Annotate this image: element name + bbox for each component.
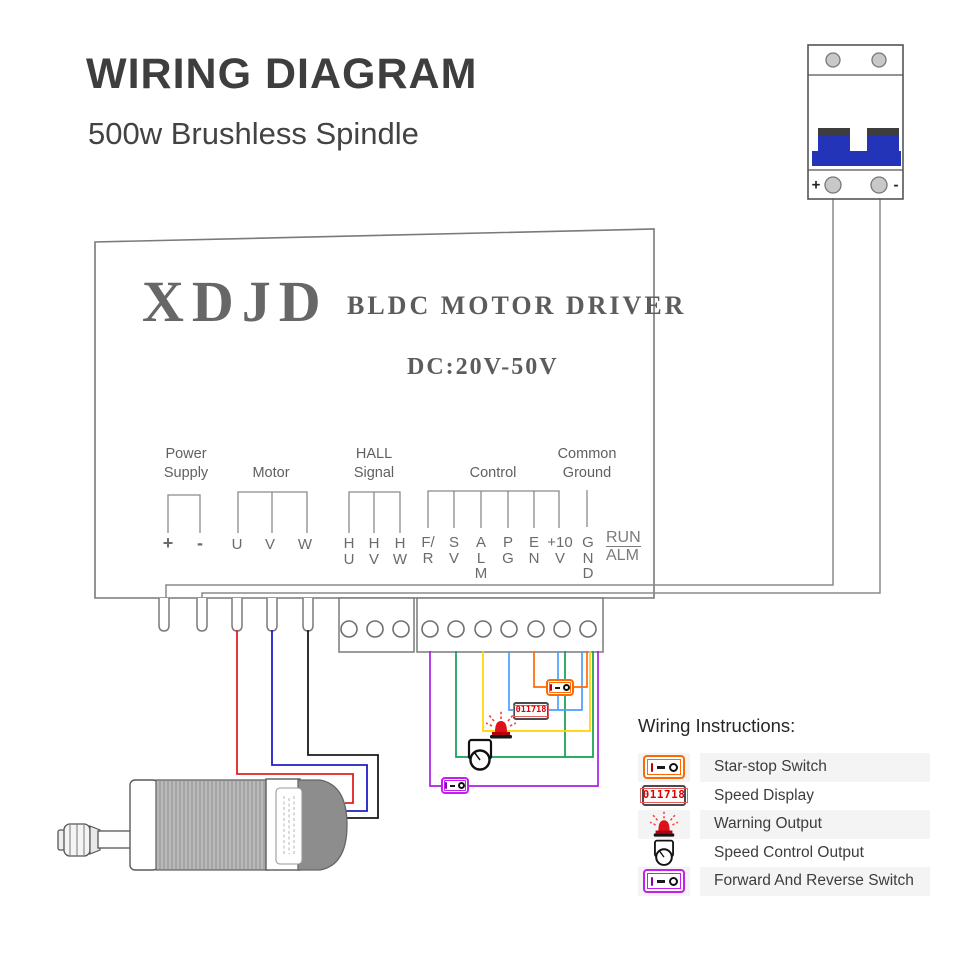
alm-label: ALM bbox=[606, 547, 639, 564]
legend-label: Speed Control Output bbox=[714, 843, 864, 861]
motor-group-label: Motor bbox=[252, 465, 290, 481]
page-title: WIRING DIAGRAM bbox=[86, 50, 478, 98]
speed-control-wire bbox=[455, 651, 594, 758]
breaker-plus-terminal bbox=[824, 176, 842, 194]
pin-label-v: V bbox=[264, 536, 276, 553]
legend-label: Speed Display bbox=[714, 786, 814, 804]
pin-label-hu: H U bbox=[343, 535, 355, 568]
legend-row-star-stop: Star-stop Switch bbox=[638, 753, 930, 782]
speed-control-knob-icon bbox=[654, 839, 674, 866]
spindle-motor bbox=[57, 778, 348, 871]
hall-group-label: HALL Signal bbox=[353, 446, 395, 481]
alarm-wire bbox=[482, 651, 591, 732]
pin-label-10v: +10 V bbox=[547, 534, 573, 567]
star-stop-switch-icon bbox=[643, 755, 685, 780]
u-phase-wire bbox=[236, 630, 354, 804]
motor-phase-wires bbox=[236, 630, 379, 819]
pin-label-gnd: G N D bbox=[582, 534, 594, 582]
breaker-screw bbox=[825, 52, 841, 68]
breaker-minus-terminal bbox=[870, 176, 888, 194]
power-supply-group-label: Power Supply bbox=[163, 446, 209, 481]
power-minus-wire bbox=[201, 199, 881, 600]
legend-row-warning: Warning Output bbox=[638, 810, 930, 839]
control-terminal-block bbox=[416, 597, 604, 653]
motor-bracket bbox=[237, 491, 308, 533]
pin-label-hv: H V bbox=[368, 535, 380, 568]
spindle-shaft bbox=[97, 830, 135, 849]
pin-group-brackets bbox=[167, 490, 588, 533]
hall-bracket bbox=[348, 491, 401, 533]
forward-reverse-switch-icon bbox=[441, 777, 469, 794]
forward-reverse-wire bbox=[429, 651, 599, 787]
speed-control-knob-icon bbox=[467, 738, 493, 771]
pin-label-minus: - bbox=[197, 533, 203, 553]
driver-box bbox=[94, 228, 655, 599]
driver-product-name: BLDC MOTOR DRIVER bbox=[347, 291, 687, 320]
ground-group-label: Common Ground bbox=[557, 446, 617, 481]
pin-label-en: E N bbox=[528, 534, 540, 567]
hall-terminal-holes bbox=[340, 620, 410, 638]
cooling-fins bbox=[159, 781, 265, 869]
pin-label-fr: F/ R bbox=[421, 534, 435, 567]
breaker-minus-sign: - bbox=[893, 176, 899, 194]
w-phase-wire bbox=[307, 630, 379, 819]
driver-brand: XDJD bbox=[142, 269, 329, 334]
legend-label: Warning Output bbox=[700, 810, 930, 839]
power-supply-wires bbox=[165, 199, 881, 600]
speed-display-value: 011718 bbox=[512, 705, 550, 717]
pin-label-w: W bbox=[297, 536, 313, 553]
control-wires bbox=[429, 651, 599, 787]
forward-reverse-switch-icon bbox=[643, 869, 685, 894]
pin-label-u: U bbox=[231, 536, 243, 553]
legend-row-speed-control: Speed Control Output bbox=[638, 839, 930, 868]
pin-label-plus: + bbox=[162, 533, 174, 553]
breaker-screw bbox=[871, 52, 887, 68]
legend-row-forward-reverse: Forward And Reverse Switch bbox=[638, 867, 930, 896]
legend-heading: Wiring Instructions: bbox=[638, 715, 796, 736]
run-alm-indicator-label: RUN ALM bbox=[606, 529, 641, 564]
breaker-plus-sign: + bbox=[811, 176, 821, 194]
speed-display-icon: 011718 bbox=[639, 785, 689, 807]
pin-label-alm: A L M bbox=[474, 534, 488, 582]
pin-label-pg: P G bbox=[502, 534, 514, 567]
page-subtitle: 500w Brushless Spindle bbox=[88, 116, 419, 151]
rear-cap bbox=[297, 779, 348, 871]
driver-voltage-rating: DC:20V-50V bbox=[407, 354, 559, 380]
legend-label: Forward And Reverse Switch bbox=[700, 867, 930, 896]
breaker-toggle-bar bbox=[812, 151, 901, 166]
pin-label-hw: H W bbox=[392, 535, 408, 568]
circuit-breaker bbox=[807, 44, 904, 200]
speed-display-icon: 011718 bbox=[512, 702, 550, 720]
front-flange bbox=[129, 779, 159, 871]
power-bracket bbox=[167, 494, 201, 533]
v-phase-wire bbox=[271, 630, 368, 812]
blade-pins bbox=[158, 598, 314, 632]
hall-terminal-block bbox=[338, 597, 415, 653]
run-label: RUN bbox=[606, 529, 641, 547]
star-stop-switch-icon bbox=[546, 679, 574, 696]
control-bracket bbox=[427, 490, 560, 528]
control-terminal-holes bbox=[421, 620, 597, 638]
legend-row-speed-display: 011718 Speed Display bbox=[638, 782, 930, 811]
warning-output-icon bbox=[486, 711, 516, 739]
warning-output-icon bbox=[649, 811, 679, 837]
legend-label: Star-stop Switch bbox=[700, 753, 930, 782]
control-group-label: Control bbox=[469, 465, 517, 481]
wiring-instructions-legend: Wiring Instructions: Star-stop Switch 01… bbox=[638, 715, 930, 896]
pin-label-sv: S V bbox=[448, 534, 460, 567]
power-plus-wire bbox=[165, 199, 834, 600]
